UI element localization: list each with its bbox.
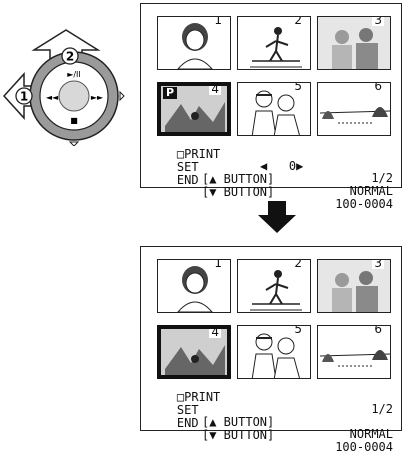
- thumbnail-number: 4: [209, 82, 221, 96]
- down-mark-icon: [68, 141, 80, 146]
- couple-icon: [251, 333, 300, 378]
- file-number: 100-0004: [335, 197, 393, 211]
- control-pad: 2 1 ►/ΙΙ ◄◄ ►► ■: [2, 29, 125, 146]
- thumbnail-5[interactable]: 5: [237, 325, 311, 379]
- thumbnail-number: 5: [292, 82, 304, 93]
- print-icon: □: [176, 147, 185, 161]
- right-mark-icon: [119, 90, 125, 102]
- woman-portrait-icon: [177, 23, 213, 69]
- thumbnail-4[interactable]: P 4: [157, 82, 231, 136]
- end-row: END [▼ BUTTON] 100-0004: [148, 405, 393, 465]
- thumbnail-3[interactable]: 3: [317, 16, 391, 70]
- end-label: END: [176, 173, 199, 187]
- button-1-label: 1: [20, 90, 28, 104]
- thumbnail-6[interactable]: 6: [317, 82, 391, 136]
- page-indicator: 1/2: [371, 171, 393, 185]
- print-row: □PRINT 1/2: [148, 379, 393, 427]
- couple-icon: [251, 90, 300, 135]
- thumbnail-1[interactable]: 1: [157, 259, 231, 313]
- set-label: SET: [176, 403, 199, 417]
- thumbnail-2[interactable]: 2: [237, 16, 311, 70]
- stop-icon[interactable]: ■: [70, 116, 78, 125]
- skier-icon: [250, 27, 302, 68]
- set-row: SET [▲ BUTTON] NORMAL: [148, 149, 393, 209]
- bench-scene-icon: [319, 350, 390, 367]
- thumbnail-1[interactable]: 1: [157, 16, 231, 70]
- thumbnail-number: 6: [372, 82, 384, 93]
- print-mode: NORMAL: [349, 184, 393, 198]
- print-index-screen-after: 1 2 3 4: [140, 246, 402, 453]
- print-mark-badge: P: [163, 87, 178, 99]
- thumbnail-number: 5: [292, 325, 304, 336]
- thumbnail-number: 2: [292, 259, 304, 270]
- thumbnail-number: 1: [212, 16, 224, 27]
- print-label: PRINT: [184, 147, 221, 161]
- thumbnail-6[interactable]: 6: [317, 325, 391, 379]
- woman-portrait-icon: [177, 266, 213, 312]
- set-label: SET: [176, 160, 199, 174]
- page-indicator: 1/2: [371, 402, 393, 416]
- thumbnail-number: 3: [372, 259, 384, 270]
- rewind-icon[interactable]: ◄◄: [46, 93, 59, 102]
- thumbnail-number: 1: [212, 259, 224, 270]
- bench-scene-icon: [319, 107, 390, 124]
- skier-icon: [250, 270, 302, 311]
- thumbnail-grid: 1 2 3 P 4: [151, 14, 397, 140]
- thumbnail-2[interactable]: 2: [237, 259, 311, 313]
- set-button-hint: [▲ BUTTON]: [202, 172, 275, 186]
- end-button-hint: [▼ BUTTON]: [202, 428, 275, 442]
- button-2-label: 2: [66, 50, 74, 64]
- thumbnail-number: 6: [372, 325, 384, 336]
- thumbnail-number: 2: [292, 16, 304, 27]
- end-row: END [▼ BUTTON] 100-0004: [148, 162, 393, 222]
- thumbnail-3[interactable]: 3: [317, 259, 391, 313]
- print-icon: □: [176, 390, 185, 404]
- down-arrow-icon: [258, 201, 296, 233]
- set-button-hint: [▲ BUTTON]: [202, 415, 275, 429]
- play-pause-icon[interactable]: ►/ΙΙ: [67, 70, 81, 79]
- end-button-hint: [▼ BUTTON]: [202, 185, 275, 199]
- print-row: □PRINT ◀ 0▶ 1/2: [148, 136, 393, 196]
- end-label: END: [176, 416, 199, 430]
- thumbnail-grid: 1 2 3 4: [151, 257, 397, 383]
- fast-forward-icon[interactable]: ►►: [91, 93, 104, 102]
- thumbnail-4[interactable]: 4: [157, 325, 231, 379]
- file-number: 100-0004: [335, 440, 393, 454]
- print-index-screen-before: 1 2 3 P 4: [140, 3, 402, 210]
- thumbnail-number: 3: [372, 16, 384, 27]
- print-count-selector[interactable]: ◀ 0▶: [260, 159, 304, 173]
- thumbnail-number: 4: [209, 325, 221, 339]
- print-label: PRINT: [184, 390, 221, 404]
- thumbnail-5[interactable]: 5: [237, 82, 311, 136]
